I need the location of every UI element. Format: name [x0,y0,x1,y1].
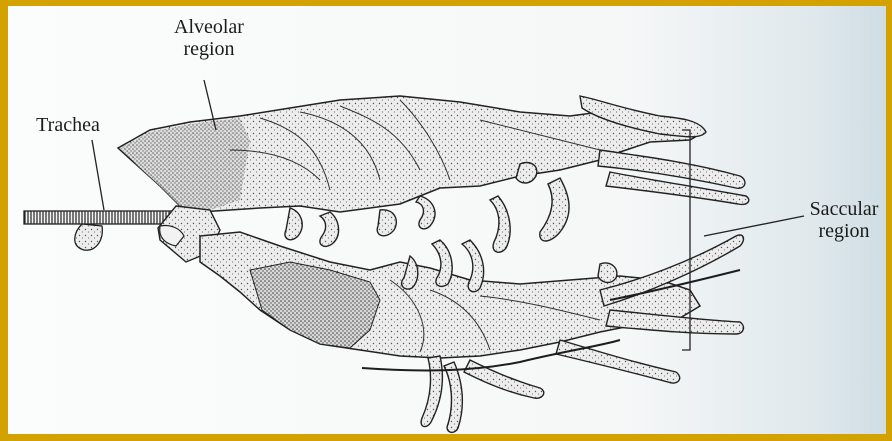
alveolar-texture [120,118,250,210]
saccular-leader [704,216,804,236]
trachea-tube [24,211,180,250]
alveolar-region-label: Alveolar region [154,16,264,60]
saccular-region-label: Saccular region [802,198,886,242]
lung-illustration [8,6,886,434]
trachea-label: Trachea [18,114,118,136]
trachea-sac [75,224,103,250]
trachea-leader [92,140,104,210]
diagram-page: Trachea Alveolar region Saccular region [8,6,886,434]
